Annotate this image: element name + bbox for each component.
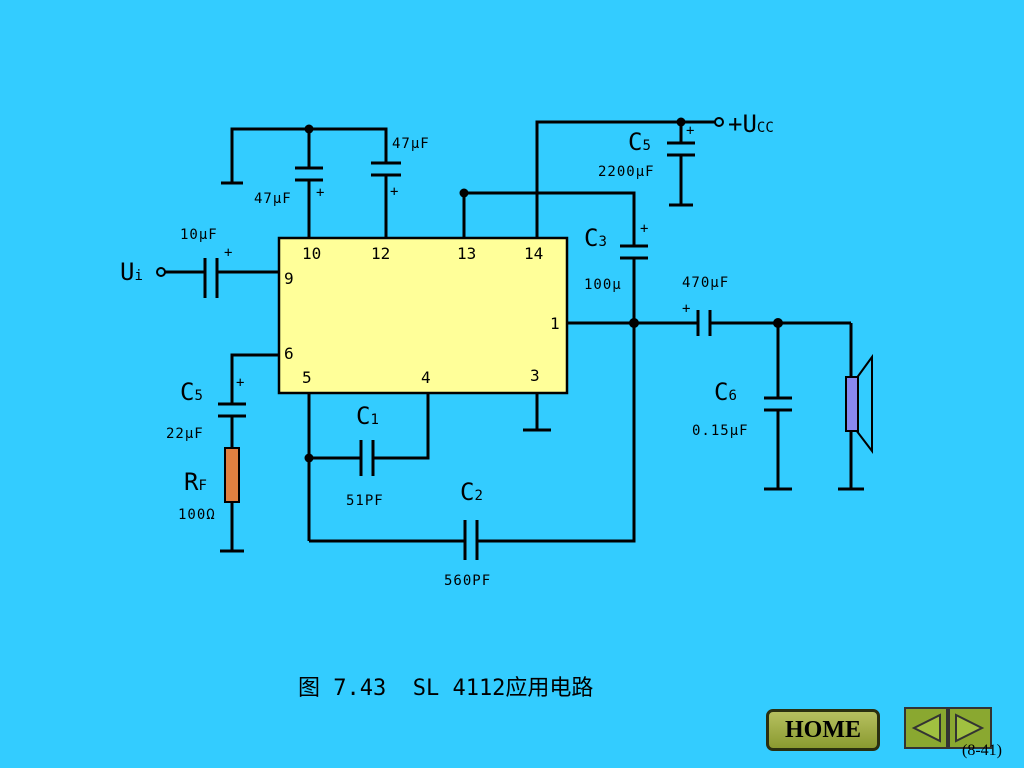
figure-caption: 图 7.43 SL 4112应用电路 <box>298 676 594 701</box>
c1-label: C1 <box>356 402 379 430</box>
plus-sign: + <box>640 221 650 237</box>
pin-9-label: 9 <box>284 269 294 288</box>
c1-value: 51PF <box>346 493 384 509</box>
resistor-rf <box>224 447 240 503</box>
cap-470uf-label: 470μF <box>682 275 730 291</box>
terminal-ui <box>156 267 166 277</box>
pin-3-label: 3 <box>530 366 540 385</box>
plus-sign: + <box>224 245 234 261</box>
pin-10-label: 10 <box>302 244 322 263</box>
junction-dot <box>773 318 783 328</box>
plus-sign: + <box>390 184 400 200</box>
arrow-left-icon <box>911 713 941 743</box>
page-number: (8-41) <box>962 742 1002 759</box>
junction-dot <box>304 453 314 463</box>
c5-top-value: 2200μF <box>598 164 655 180</box>
cap-47uf-label-left: 47μF <box>254 191 292 207</box>
junction-dot <box>629 318 639 328</box>
wire <box>477 537 636 543</box>
home-button[interactable]: HOME <box>766 709 880 751</box>
junction-dot <box>676 117 686 127</box>
plus-sign: + <box>682 301 692 317</box>
plus-sign: + <box>686 123 696 139</box>
c3-value: 100μ <box>584 277 622 293</box>
c5-left-label: C5 <box>180 378 203 406</box>
c2-label: C2 <box>460 478 483 506</box>
c6-value: 0.15μF <box>692 423 749 439</box>
plus-sign: + <box>316 185 326 201</box>
wire <box>535 120 716 238</box>
terminal-vcc <box>714 117 724 127</box>
arrow-right-icon <box>955 713 985 743</box>
prev-button[interactable] <box>904 707 948 749</box>
cap-47uf-label-right: 47μF <box>392 136 430 152</box>
pin-14-label: 14 <box>524 244 544 263</box>
next-button[interactable] <box>948 707 992 749</box>
rf-value: 100Ω <box>178 507 216 523</box>
speaker <box>845 353 873 454</box>
wire <box>373 393 430 460</box>
cap-10uf-label: 10μF <box>180 227 218 243</box>
c2-value: 560PF <box>444 573 492 589</box>
plus-sign: + <box>236 375 246 391</box>
c5-left-value: 22μF <box>166 426 204 442</box>
pin-4-label: 4 <box>421 368 431 387</box>
pin-5-label: 5 <box>302 368 312 387</box>
pin-6-label: 6 <box>284 344 294 363</box>
pin-13-label: 13 <box>457 244 477 263</box>
pin-1-label: 1 <box>550 314 560 333</box>
junction-dot <box>304 124 314 134</box>
c6-label: C6 <box>714 378 737 406</box>
wire <box>462 191 636 246</box>
c3-label: C3 <box>584 224 607 252</box>
input-ui-label: Ui <box>120 258 143 286</box>
rf-label: RF <box>184 468 207 496</box>
ic-sl4112 <box>277 236 569 395</box>
vcc-label: +UCC <box>728 110 774 138</box>
wire <box>230 353 279 404</box>
pin-12-label: 12 <box>371 244 391 263</box>
junction-dot <box>459 188 469 198</box>
c5-top-label: C5 <box>628 128 651 156</box>
